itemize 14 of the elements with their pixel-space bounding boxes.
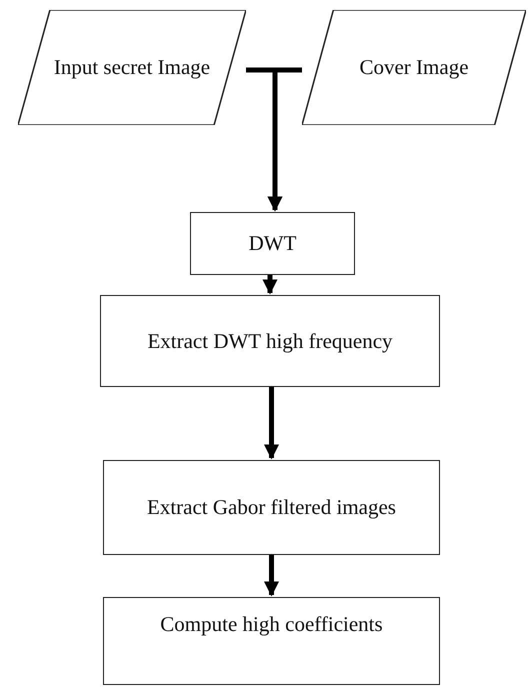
process-box xyxy=(103,597,440,685)
arrow xyxy=(268,68,302,212)
process-box xyxy=(103,460,440,555)
node-label: Extract Gabor filtered images xyxy=(147,494,396,522)
arrow xyxy=(262,275,278,294)
node-label: Compute high coefficients xyxy=(160,611,383,638)
process-box xyxy=(190,212,355,275)
node-label: DWT xyxy=(248,230,296,258)
arrow xyxy=(264,555,279,596)
node-label: Input secret Image xyxy=(54,54,210,82)
arrow xyxy=(264,387,279,460)
node-label: Extract DWT high frequency xyxy=(147,328,393,355)
node-label: Cover Image xyxy=(359,54,469,82)
process-box xyxy=(100,295,440,387)
